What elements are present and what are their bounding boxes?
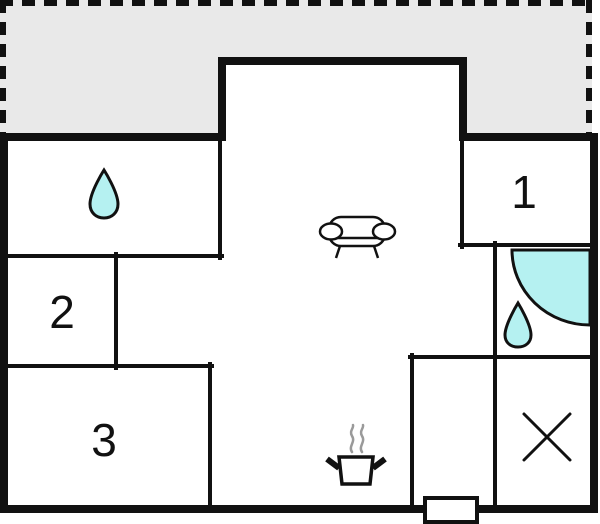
house-outline (0, 57, 598, 513)
room1-label: 1 (511, 166, 537, 218)
sofa-icon (318, 215, 397, 259)
shower-icon (510, 248, 592, 327)
steam-icon (349, 423, 365, 454)
water-drop-bathroom-icon (503, 300, 533, 349)
water-drop-bedroom-icon (88, 167, 120, 220)
x-mark-icon (522, 412, 572, 462)
room3-label: 3 (91, 414, 117, 466)
door-icon (423, 496, 479, 524)
stove-pot-icon (325, 423, 387, 486)
room2-label: 2 (49, 286, 75, 338)
interior-walls (0, 135, 596, 509)
